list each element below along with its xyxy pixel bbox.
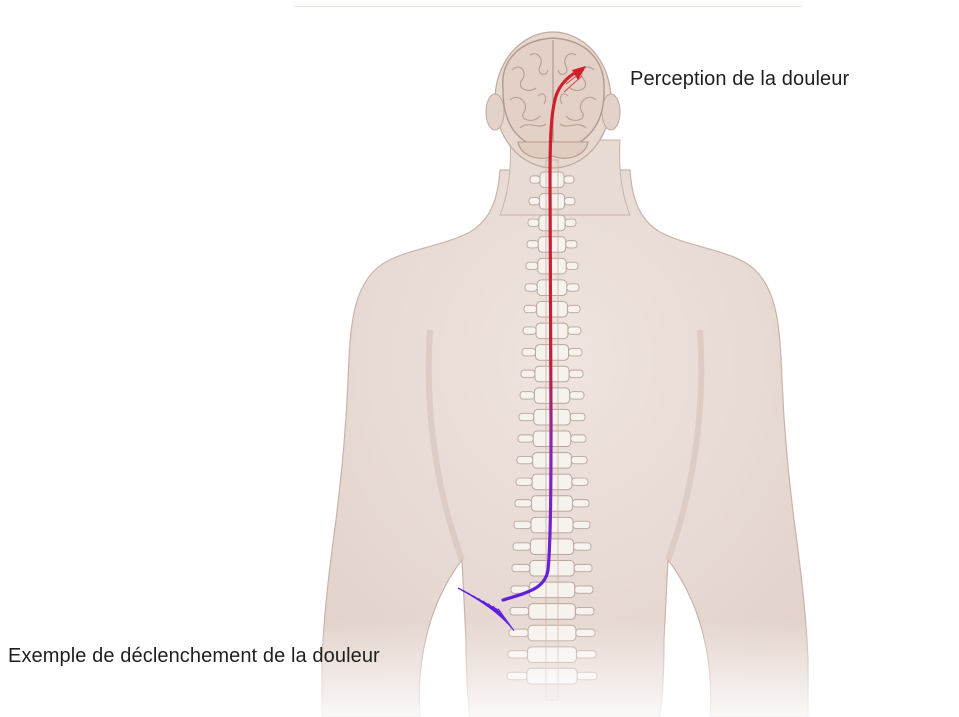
left-ear xyxy=(486,94,504,130)
right-ear xyxy=(602,94,620,130)
label-pain-trigger-example: Exemple de déclenchement de la douleur xyxy=(8,645,380,668)
label-pain-perception: Perception de la douleur xyxy=(630,68,849,91)
bottom-fade xyxy=(290,620,820,717)
cerebellum xyxy=(518,142,588,158)
